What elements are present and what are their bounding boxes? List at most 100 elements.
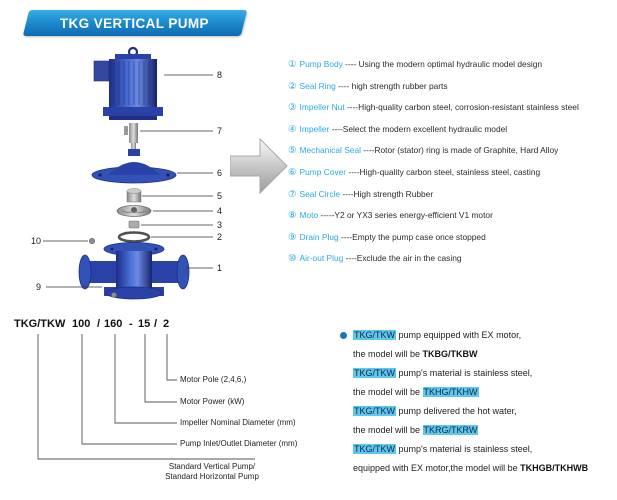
model-token: 15 [138,318,151,330]
circled-number-icon: ⑩ [288,253,297,265]
part-description: ----Select the modern excellent hydrauli… [329,123,508,134]
brand-code: TKG/TKW [353,330,396,340]
model-token: 2 [163,318,170,330]
mechanical-seal [126,188,142,203]
callout-number: 7 [217,126,222,136]
part-name: Pump Body [299,59,343,69]
part-name: Drain Plug [299,231,339,242]
note-text: equipped with EX motor,the model will be [353,463,521,473]
part-description: ---- high strength rubber parts [335,80,448,91]
note-text: the model will be [353,387,423,397]
part-name: Pump Cover [299,166,347,177]
model-token: 160 [104,318,123,330]
model-code: TKBG/TKBW [422,349,478,359]
part-name: Impeller [299,123,330,134]
model-token: TKG/TKW [14,318,66,330]
banner: TKG VERTICAL PUMP [22,10,248,36]
circled-number-icon: ⑥ [288,166,297,178]
part-description: ----High-quality carbon steel, corrosion… [344,102,579,113]
note-line: the model will be TKHG/TKHW [353,383,611,402]
note-line: TKG/TKW pump's material is stainless ste… [353,440,611,459]
model-token: / [97,318,101,330]
model-token: 100 [72,318,91,330]
pump-exploded-diagram: 8 7 6 5 4 3 2 10 1 9 [31,46,222,300]
part-description: ----High-quality carbon steel, stainless… [346,166,541,177]
callout-number: 6 [217,168,222,178]
note-line: TKG/TKW pump delivered the hot water, [353,402,611,421]
callout-number: 10 [31,236,41,246]
model-notes: TKG/TKW pump equipped with EX motor, the… [340,326,611,478]
part-description: ----Exclude the air in the casing [343,253,462,264]
model-code: TKHG/TKHW [422,387,479,397]
brand-code: TKG/TKW [353,406,396,416]
note-text: the model will be [353,425,423,435]
callout-number: 5 [217,191,222,201]
part-name: Moto [299,210,319,221]
air-out-plug [88,237,96,245]
note-text: pump delivered the hot water, [396,406,517,416]
callout-number: 8 [217,70,222,80]
model-label-pole: Motor Pole (2,4,6,) [180,375,247,384]
part-description: -----Y2 or YX3 series energy-efficient V… [318,210,493,221]
model-token: / [154,318,158,330]
note-text: the model will be [353,349,423,359]
part-description: ----High strength Rubber [340,188,434,199]
circled-number-icon: ② [288,80,297,92]
note-text: pump equipped with EX motor, [396,330,522,340]
arrow-icon [230,137,288,195]
note-line: TKG/TKW pump's material is stainless ste… [353,364,611,383]
model-code: TKRG/TKRW [422,425,479,435]
impeller-nut [128,220,140,229]
callout-number: 9 [36,282,41,292]
note-line: the model will be TKBG/TKBW [353,345,611,364]
model-connector-lines [37,334,255,460]
model-code-breakdown: TKG/TKW 100 / 160 - 15 / 2 Motor Pole (2… [12,318,317,496]
circled-number-icon: ③ [288,102,297,114]
shaft-coupling [124,123,138,149]
circled-number-icon: ⑤ [288,145,297,157]
brand-code: TKG/TKW [353,444,396,454]
model-label-standard-line2: Standard Horizontal Pump [165,472,259,481]
note-text: pump's material is stainless steel, [396,368,533,378]
bullet-icon [340,332,347,339]
part-description: ---- Using the modern optimal hydraulic … [342,59,543,69]
part-name: Seal Ring [299,80,336,91]
page-title: TKG VERTICAL PUMP [60,15,210,31]
model-code: TKHGB/TKHWB [520,463,589,473]
note-line: TKG/TKW pump equipped with EX motor, [340,326,611,345]
circled-number-icon: ⑧ [288,210,297,222]
callout-lines [43,74,213,288]
callout-number: 3 [217,220,222,230]
note-text: pump's material is stainless steel, [396,444,533,454]
model-label-power: Motor Power (kW) [180,397,245,406]
note-line: the model will be TKRG/TKRW [353,421,611,440]
model-label-impeller: Impeller Nominal Diameter (mm) [180,418,296,427]
impeller [116,205,152,217]
part-description: ----Rotor (stator) ring is made of Graph… [360,145,559,156]
pump-cover [91,149,177,184]
part-description: ----Empty the pump case once stopped [338,231,486,242]
part-name: Impeller Nut [299,102,345,113]
drain-plug [111,292,117,298]
callout-number: 4 [217,206,222,216]
model-token: - [129,318,133,330]
seal-ring [117,231,151,243]
part-name: Air-out Plug [299,253,344,264]
model-label-standard-line1: Standard Vertical Pump/ [168,462,256,471]
callout-number: 2 [217,232,222,242]
circled-number-icon: ⑦ [288,188,297,200]
callout-number: 1 [217,263,222,273]
circled-number-icon: ⑨ [288,231,297,243]
